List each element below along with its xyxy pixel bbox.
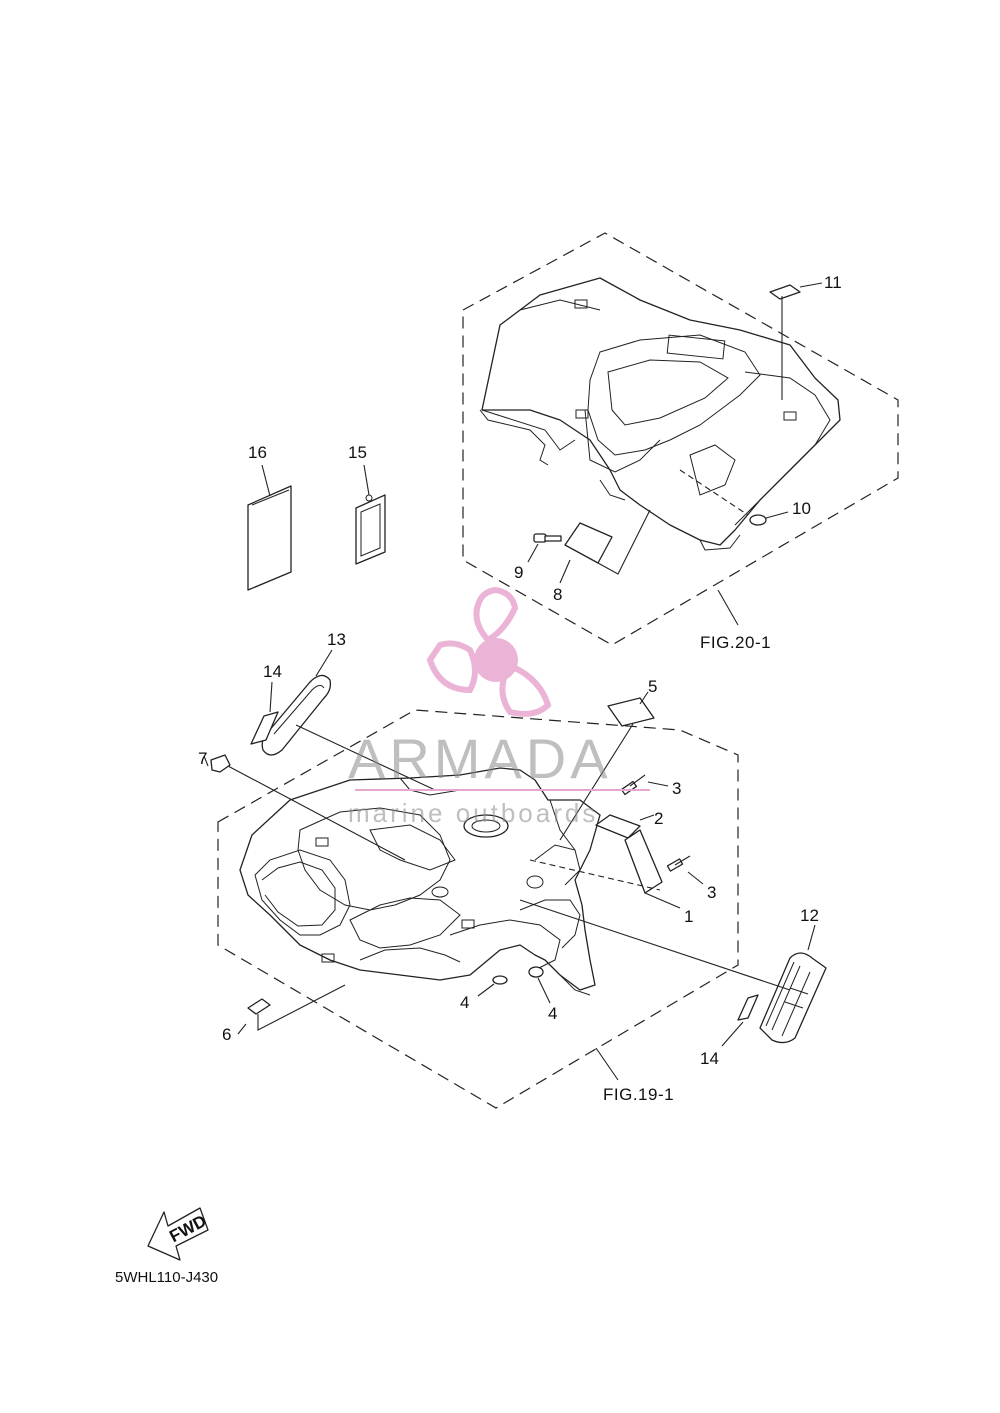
- part-11-decal: [769, 284, 801, 300]
- callout-3-lower: 3: [707, 883, 716, 902]
- part-2-bracket: [595, 814, 641, 839]
- part-6-label: [247, 998, 271, 1015]
- callout-4-right: 4: [548, 1004, 557, 1023]
- callout-11: 11: [824, 273, 842, 292]
- rear-fender-group: [462, 232, 899, 646]
- callout-16: 16: [248, 443, 267, 462]
- callout-3-upper: 3: [672, 779, 681, 798]
- part-9-screw: [533, 533, 562, 543]
- callout-5: 5: [648, 677, 657, 696]
- callout-10: 10: [792, 499, 811, 518]
- rear-fender-body: [479, 277, 841, 551]
- watermark-brand: ARMADA: [348, 727, 612, 790]
- callout-14-upper: 14: [263, 662, 282, 681]
- callout-6: 6: [222, 1025, 231, 1044]
- part-5-decal: [607, 697, 655, 727]
- part-14-small-decal-upper: [250, 681, 279, 745]
- part-3-bolt-lower: [666, 855, 691, 872]
- front-fender-group: [203, 691, 739, 1109]
- part-10-grommet: [749, 514, 767, 526]
- callout-14-lower: 14: [700, 1049, 719, 1068]
- rear-group-boundary: [462, 232, 899, 646]
- front-group-boundary: [217, 709, 739, 1109]
- part-14-small-decal-lower: [721, 994, 759, 1047]
- part-code: 5WHL110-J430: [115, 1269, 218, 1286]
- part-7-emblem: [210, 754, 231, 773]
- part-1-plate: [624, 829, 663, 894]
- callout-13: 13: [327, 630, 346, 649]
- callout-12: 12: [800, 906, 819, 925]
- part-15-caution-tag: [355, 464, 386, 565]
- callout-7: 7: [198, 749, 207, 768]
- part-12-side-decal: [519, 899, 827, 1044]
- watermark-tagline: marine outboards: [348, 798, 598, 828]
- part-8-plate: [564, 522, 613, 564]
- front-fender-body: [239, 767, 601, 996]
- callout-1: 1: [684, 907, 693, 926]
- callout-2: 2: [654, 809, 663, 828]
- callout-4-left: 4: [460, 993, 469, 1012]
- figure-ref-front: FIG.19-1: [603, 1085, 674, 1104]
- figure-ref-rear: FIG.20-1: [700, 633, 771, 652]
- callout-8: 8: [553, 585, 562, 604]
- callout-9: 9: [514, 563, 523, 582]
- part-16-label-sheet: [247, 464, 292, 591]
- callout-15: 15: [348, 443, 367, 462]
- forward-direction-arrow: FWD: [147, 1207, 209, 1261]
- part-13-emblem: [261, 649, 333, 756]
- propeller-logo-icon: [426, 586, 552, 717]
- part-4-grommet-left: [492, 975, 508, 985]
- part-3-bolt-upper: [620, 774, 646, 796]
- part-4-grommet-right: [528, 966, 544, 978]
- armada-watermark: ARMADA marine outboards: [348, 586, 650, 828]
